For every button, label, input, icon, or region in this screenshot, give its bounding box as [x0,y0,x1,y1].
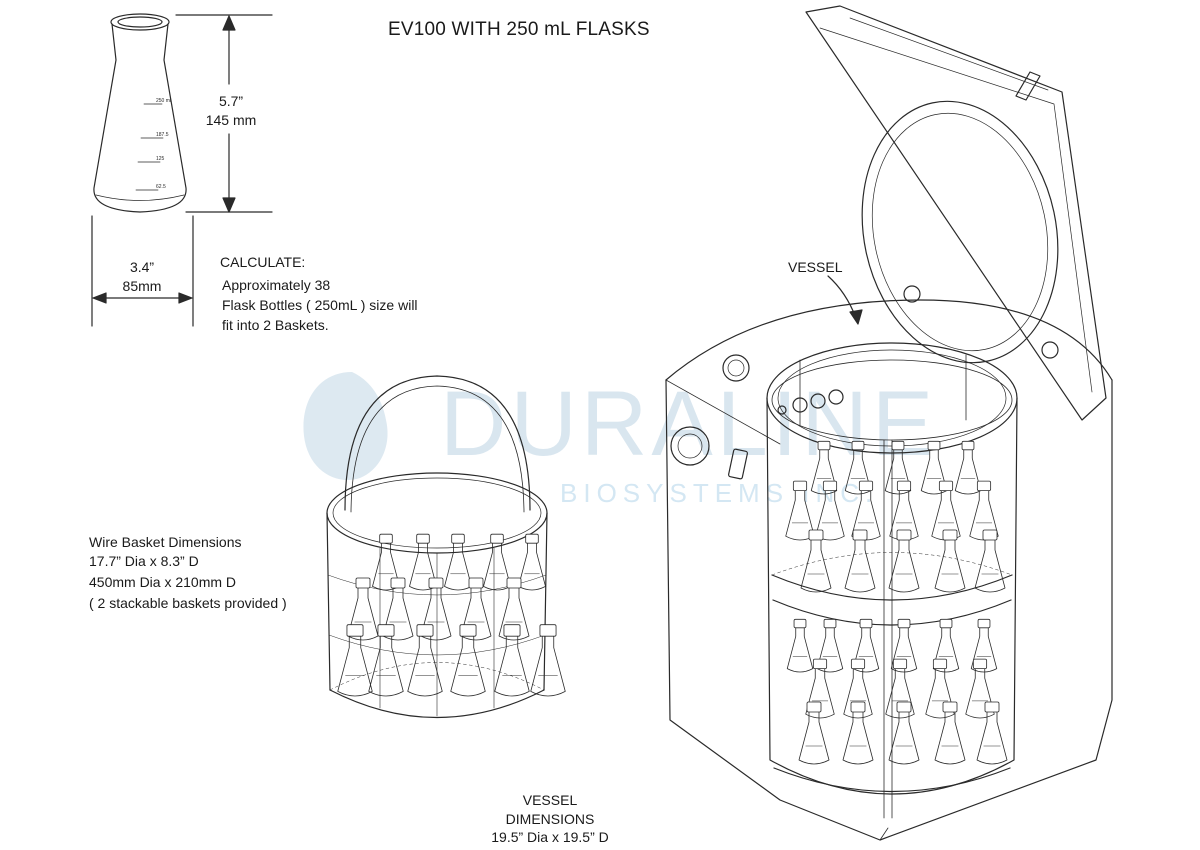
basket-dim-line: 450mm Dia x 210mm D [89,574,237,590]
flask-width-inches: 3.4” [129,259,155,275]
graduation-label: 125 [156,156,165,162]
bottle-icon [843,658,873,719]
bottle-icon [483,533,511,591]
bottle-icon [954,440,982,495]
calculate-line: Flask Bottles ( 250mL ) size will [222,297,418,313]
bottle-icon [884,440,912,495]
diagram-title: EV100 WITH 250 mL FLASKS [388,19,650,40]
bottle-icon [976,701,1008,765]
calculate-line: fit into 2 Baskets. [222,317,329,333]
watermark-subtitle: BIOSYSTEMS INC. [560,478,879,508]
bottle-icon [934,701,966,765]
bottle-icon [925,658,955,719]
bottle-icon [518,533,546,591]
watermark-drop-icon [303,372,388,481]
basket-flask-group [337,533,566,697]
bottle-icon [934,529,966,593]
bottle-icon [798,701,830,765]
basket-dim-line: 17.7” Dia x 8.3” D [89,553,199,569]
calculate-line: Approximately 38 [222,277,331,293]
vessel-upper-flask-group [785,440,1006,593]
flask-height-inches: 5.7” [218,93,244,109]
ev100-machine-drawing [665,5,1113,841]
vessel-dims-title: VESSEL [522,792,578,808]
bottle-icon [444,533,472,591]
bottle-icon [888,701,920,765]
bottle-icon [844,529,876,593]
vessel-pointer-arrow [827,275,863,325]
bottle-icon [810,440,838,495]
height-dimension-line [175,14,273,213]
bottle-icon [407,624,443,697]
bottle-icon [805,658,835,719]
bottle-icon [932,618,960,673]
basket-heading: Wire Basket Dimensions [89,534,242,550]
vessel-dims-value: 19.5” Dia x 19.5” D [491,829,609,845]
bottle-icon [885,658,915,719]
bottle-icon [494,624,530,697]
bottle-icon [800,529,832,593]
bottle-icon [888,529,920,593]
vessel-lower-flask-group [786,618,1008,765]
bottle-icon [970,618,998,673]
vessel-label: VESSEL [788,259,843,275]
width-dimension-line [91,215,194,327]
bottle-icon [460,577,492,641]
bottle-icon [974,529,1006,593]
graduation-label: 250 ml [156,98,171,104]
watermark-logo: DURALINE [440,373,938,475]
basket-dim-line: ( 2 stackable baskets provided ) [89,595,287,611]
calculate-heading: CALCULATE: [220,254,306,270]
flask-graduation-labels: 250 ml 187.5 125 62.5 [156,98,171,190]
bottle-icon [931,480,961,541]
bottle-icon [498,577,530,641]
bottle-icon [965,658,995,719]
graduation-label: 62.5 [156,184,166,190]
graduation-label: 187.5 [156,132,169,138]
flask-height-mm: 145 mm [205,112,257,128]
bottle-icon [450,624,486,697]
bottle-icon [786,618,814,673]
flask-width-mm: 85mm [122,278,162,294]
bottle-icon [530,624,566,697]
flask-drawing [93,13,187,213]
bottle-icon [337,624,373,697]
bottle-icon [368,624,404,697]
bottle-icon [420,577,452,641]
bottle-icon [890,618,918,673]
vessel-dims-subtitle: DIMENSIONS [505,811,595,827]
bottle-icon [842,701,874,765]
